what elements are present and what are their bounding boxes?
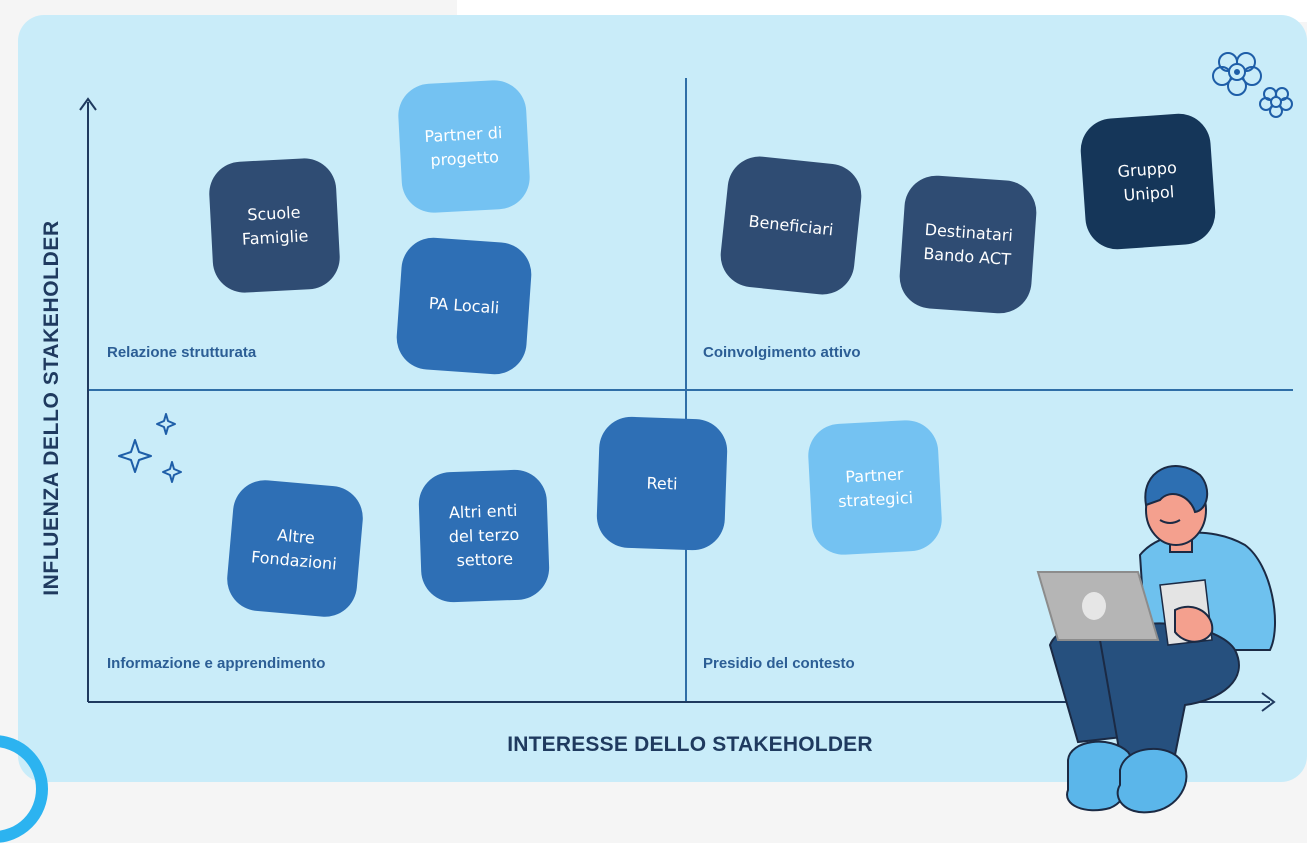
sparkles-icon <box>118 413 182 483</box>
x-axis-arrow-icon <box>1261 692 1276 712</box>
x-axis-label: INTERESSE DELLO STAKEHOLDER <box>507 733 873 756</box>
person-with-laptop-illustration <box>1036 465 1276 814</box>
flower-icon <box>1212 52 1262 96</box>
small-flower-icon <box>1259 87 1293 118</box>
quadrant-label-bottom-left: Informazione e apprendimento <box>107 655 326 672</box>
quadrant-label-bottom-right: Presidio del contesto <box>703 655 855 672</box>
axes-and-decorations <box>79 52 1293 814</box>
stakeholder-pa-locali: PA Locali <box>394 235 534 377</box>
quadrant-label-top-left: Relazione strutturata <box>107 344 257 361</box>
quadrant-divider-horizontal <box>88 389 1293 391</box>
stakeholder-scuole-famiglie: Scuole Famiglie <box>207 156 342 295</box>
y-axis-arrow-icon <box>79 97 97 111</box>
stakeholder-beneficiari: Beneficiari <box>717 153 865 298</box>
stakeholder-partner-strategici: Partner strategici <box>806 418 944 557</box>
stakeholder-gruppo-unipol: Gruppo Unipol <box>1078 111 1218 252</box>
stakeholder-altre-fondazioni: Altre Fondazioni <box>224 477 366 620</box>
stakeholder-partner-di-progetto: Partner di progetto <box>396 78 532 215</box>
y-axis-label: INFLUENZA DELLO STAKEHOLDER <box>40 220 63 596</box>
stakeholder-reti: Reti <box>595 415 729 552</box>
quadrant-label-top-right: Coinvolgimento attivo <box>703 344 861 361</box>
stakeholder-destinatari-bando-act: Destinatari Bando ACT <box>897 173 1039 316</box>
stakeholder-altri-enti-terzo-settore: Altri enti del terzo settore <box>417 468 551 604</box>
